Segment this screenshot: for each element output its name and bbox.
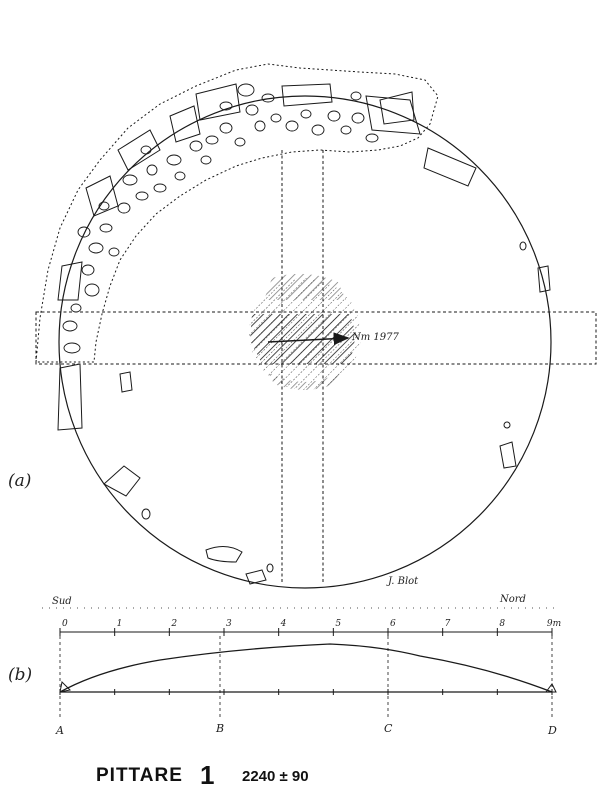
section-label: (b) [8, 665, 32, 685]
mound-profile [59, 643, 553, 693]
ground-ticks [59, 689, 553, 695]
isolated-stones [103, 241, 551, 585]
site-name: PITTARE [96, 765, 183, 786]
scale-tick-label: 2 [170, 619, 177, 629]
arrow-label: Nm 1977 [351, 332, 399, 343]
tumulus-circle [58, 95, 552, 589]
point-c: C [384, 722, 393, 735]
scale-tick-label: 6 [390, 619, 396, 629]
central-hatched-zone [249, 273, 361, 390]
scale-tick-label: 8 [499, 619, 505, 629]
plan-view: Nm 1977 [8, 63, 597, 589]
cobble-stones [62, 83, 379, 354]
section-view: Sud Nord 0 1 2 3 4 5 6 7 8 9m A B C D (b) [8, 594, 561, 737]
stone-ring-outline [35, 63, 439, 363]
north-arrow [267, 332, 350, 346]
scale-tick-label: 5 [335, 619, 341, 629]
author-signature: J. Blot [386, 576, 419, 587]
scale-tick-label: 1 [117, 619, 123, 629]
scale-tick-label: 4 [280, 619, 287, 629]
scale-tick-label: 9m [547, 619, 561, 629]
point-b: B [215, 722, 224, 735]
figure-title: PITTARE 1 2240 ± 90 [96, 760, 309, 790]
scale-tick-label: 3 [226, 619, 232, 629]
slab-stones [57, 83, 477, 431]
plan-label: (a) [8, 471, 31, 491]
section-markers [59, 636, 553, 720]
direction-north: Nord [499, 594, 526, 605]
scale-tick-label: 0 [62, 619, 68, 629]
point-a: A [55, 724, 64, 737]
site-number: 1 [200, 760, 214, 790]
scale-ticks: 0 1 2 3 4 5 6 7 8 9m [59, 619, 561, 636]
radiocarbon-date: 2240 ± 90 [242, 768, 309, 785]
scale-tick-label: 7 [445, 619, 451, 629]
point-d: D [547, 724, 557, 737]
profile-stone-right [545, 683, 557, 693]
profile-stone-left [59, 680, 72, 693]
direction-south: Sud [52, 596, 72, 607]
